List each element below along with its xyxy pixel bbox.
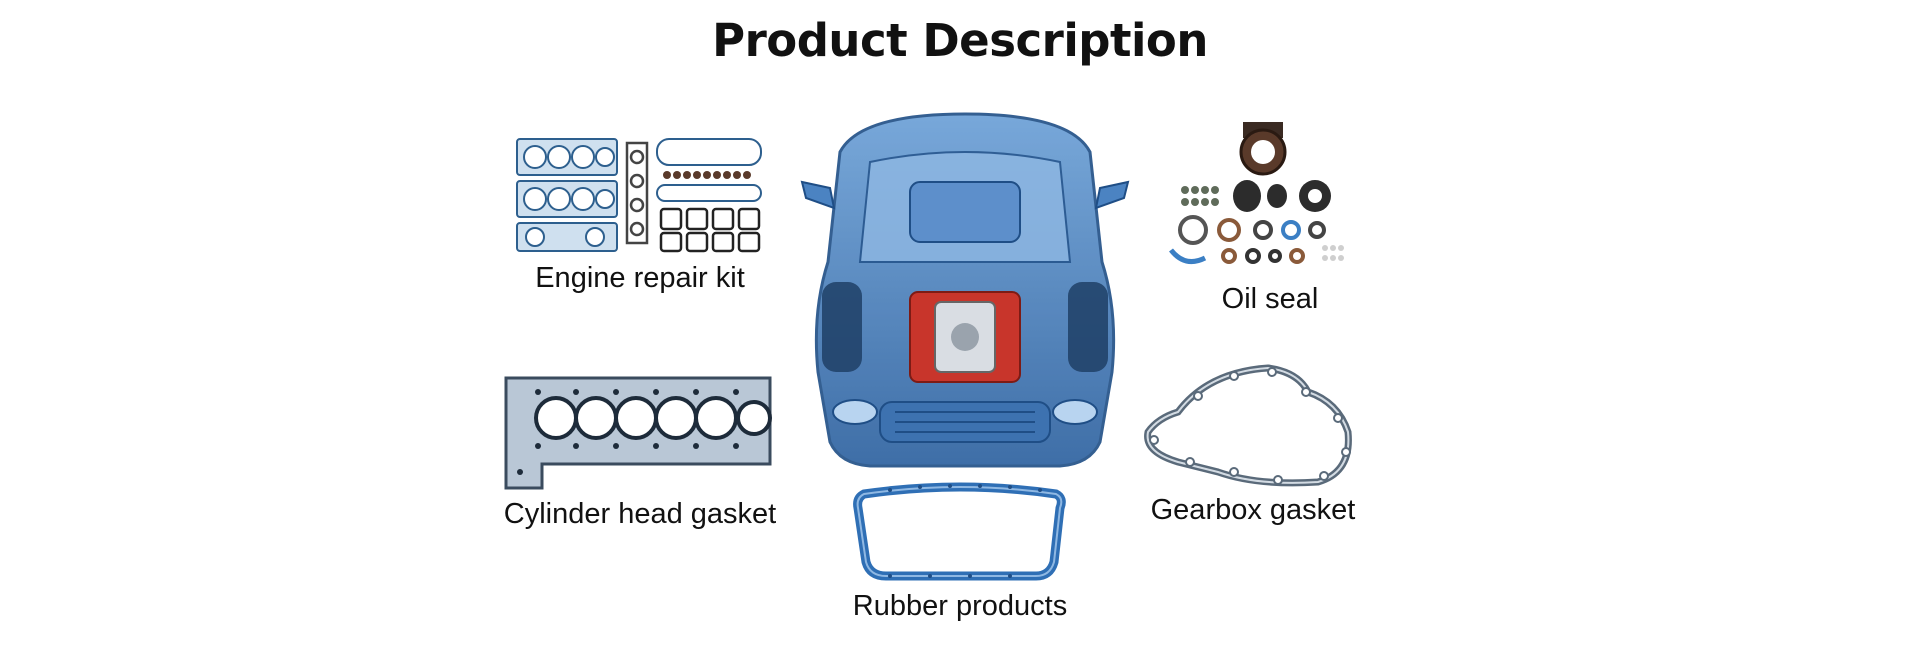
cylinder-head-gasket-image xyxy=(498,372,778,494)
gearbox-gasket-label: Gearbox gasket xyxy=(1150,494,1356,526)
rubber-products-label: Rubber products xyxy=(852,590,1068,622)
oil-seal-image xyxy=(1165,118,1355,270)
rubber-products-image xyxy=(850,478,1070,584)
engine-repair-kit-label: Engine repair kit xyxy=(535,262,745,294)
engine-repair-kit-image xyxy=(515,135,765,255)
gearbox-gasket-image xyxy=(1138,362,1360,490)
cylinder-head-gasket-label: Cylinder head gasket xyxy=(503,498,777,530)
car-xray-image xyxy=(800,112,1130,472)
page-title: Product Description xyxy=(712,14,1208,67)
oil-seal-label: Oil seal xyxy=(1221,283,1319,315)
